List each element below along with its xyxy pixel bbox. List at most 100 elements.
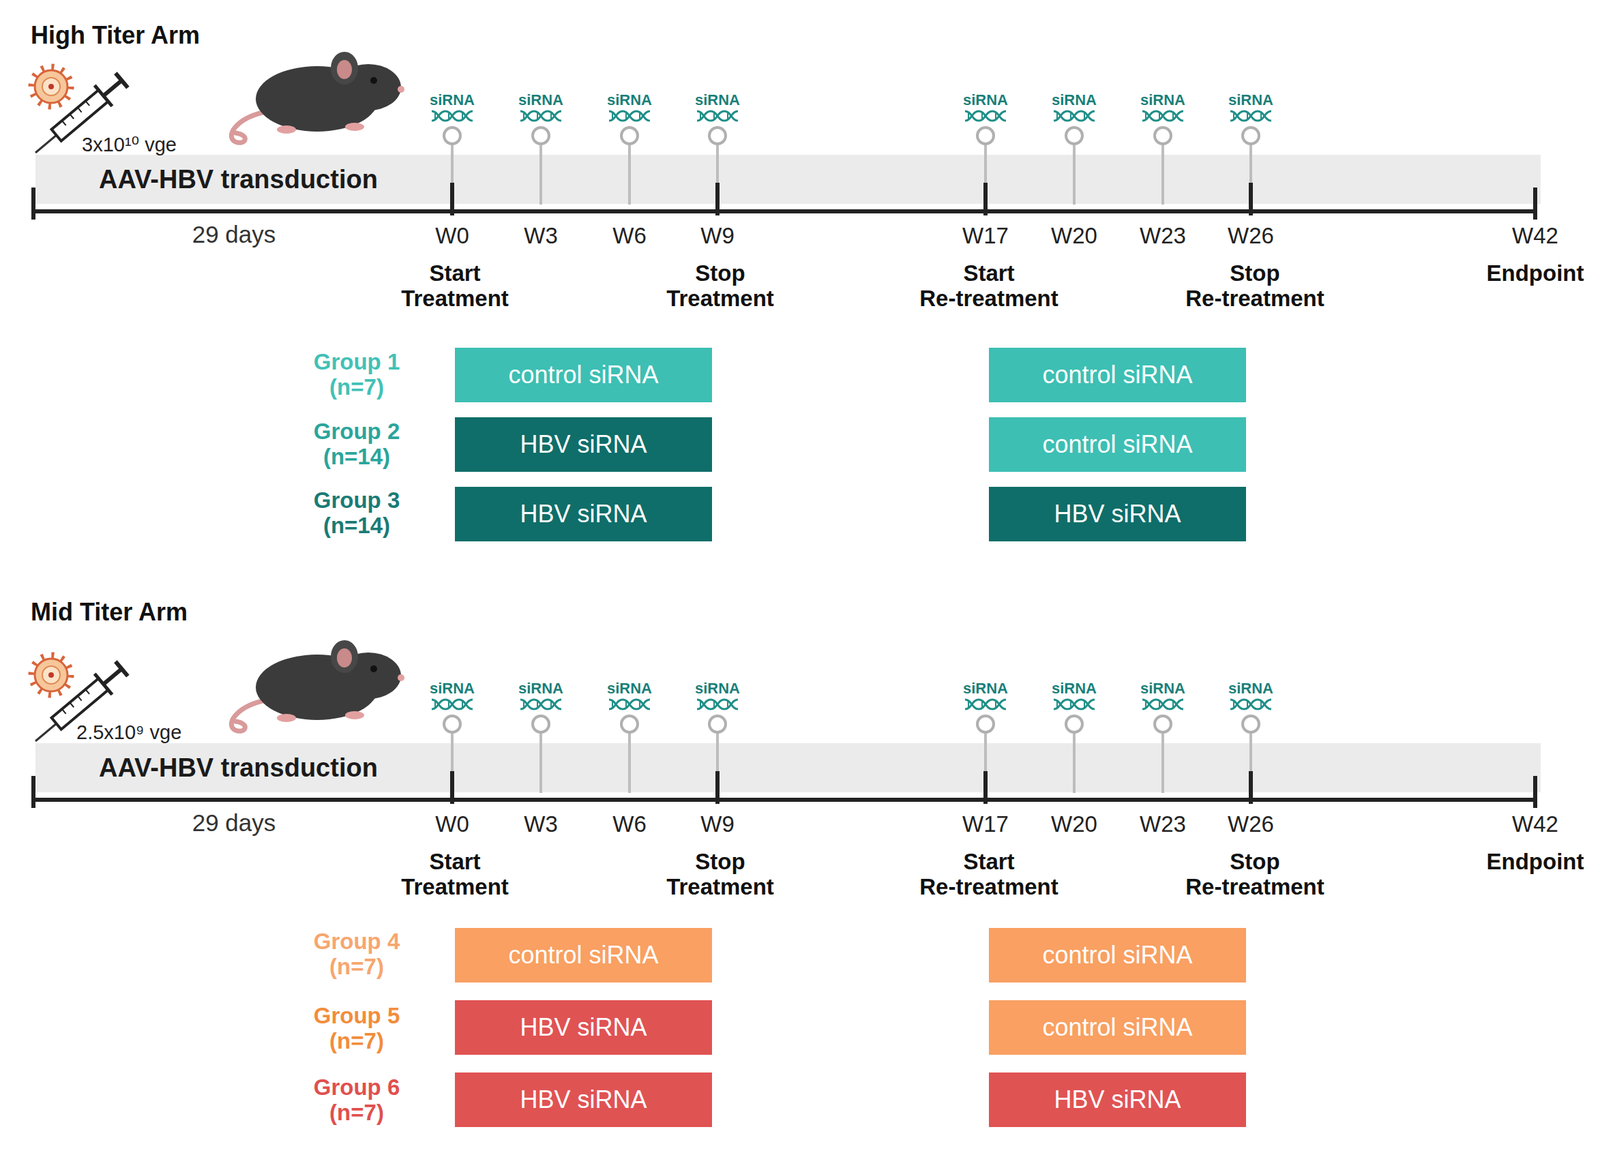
sirna-tag: siRNA bbox=[694, 92, 740, 110]
treatment-box: control siRNA bbox=[988, 347, 1247, 403]
phase-label: Stop Re-treatment bbox=[1185, 849, 1325, 901]
sirna-tag: siRNA bbox=[606, 92, 653, 110]
group-label-line: (n=7) bbox=[313, 954, 401, 981]
sirna-tag: siRNA bbox=[1051, 680, 1097, 698]
phase-label: Stop Treatment bbox=[666, 261, 775, 312]
box-label: HBV siRNA bbox=[1053, 499, 1181, 529]
box-label: HBV siRNA bbox=[519, 430, 647, 459]
phase-label-line: Stop bbox=[1185, 261, 1325, 287]
treatment-box: control siRNA bbox=[454, 347, 713, 403]
week-label: W42 bbox=[1512, 223, 1559, 249]
week-label: W20 bbox=[1050, 812, 1098, 838]
week-label: W6 bbox=[612, 812, 647, 838]
box-label: control siRNA bbox=[1042, 941, 1193, 970]
box-label: HBV siRNA bbox=[519, 1085, 647, 1115]
duration-label: 29 days bbox=[192, 809, 277, 837]
treatment-box: HBV siRNA bbox=[988, 486, 1247, 542]
phase-label-line: Treatment bbox=[401, 875, 509, 901]
sirna-tag: siRNA bbox=[429, 92, 475, 110]
week-label: W0 bbox=[435, 812, 470, 838]
box-label: HBV siRNA bbox=[519, 499, 647, 529]
week-label: W42 bbox=[1512, 812, 1559, 838]
week-label: W9 bbox=[700, 812, 735, 838]
week-label: W6 bbox=[612, 223, 647, 249]
sirna-tag: siRNA bbox=[963, 92, 1009, 110]
sirna-tag: siRNA bbox=[1228, 680, 1274, 698]
sirna-tag: siRNA bbox=[518, 92, 564, 110]
treatment-box: HBV siRNA bbox=[988, 1072, 1247, 1128]
phase-label-line: Start bbox=[919, 261, 1059, 287]
week-label: W20 bbox=[1050, 223, 1098, 249]
group-label-line: Group 4 bbox=[313, 929, 401, 955]
phase-label-line: Stop bbox=[1185, 849, 1325, 876]
sirna-tag: siRNA bbox=[694, 680, 740, 698]
group-label: Group 1 (n=7) bbox=[313, 349, 401, 401]
phase-label-line: Re-treatment bbox=[1185, 286, 1325, 312]
treatment-box: HBV siRNA bbox=[454, 486, 713, 542]
group-label-line: Group 6 bbox=[313, 1075, 401, 1101]
phase-label: Stop Treatment bbox=[666, 849, 775, 901]
band-label: AAV-HBV transduction bbox=[98, 165, 378, 195]
box-label: control siRNA bbox=[1042, 360, 1193, 390]
treatment-box: control siRNA bbox=[988, 417, 1247, 472]
phase-label: Start Re-treatment bbox=[919, 261, 1059, 312]
treatment-box: HBV siRNA bbox=[454, 417, 713, 472]
phase-label-line: Treatment bbox=[666, 286, 775, 312]
arm-heading: High Titer Arm bbox=[30, 21, 200, 50]
arm-heading: Mid Titer Arm bbox=[30, 598, 188, 627]
sirna-tag: siRNA bbox=[606, 680, 653, 698]
group-label-line: (n=7) bbox=[313, 375, 401, 401]
phase-label-line: Stop bbox=[666, 261, 775, 287]
week-label: W9 bbox=[700, 223, 735, 249]
box-label: control siRNA bbox=[508, 360, 659, 390]
sirna-tag: siRNA bbox=[429, 680, 475, 698]
treatment-box: control siRNA bbox=[454, 928, 713, 983]
phase-label-line: Treatment bbox=[401, 286, 509, 312]
box-label: HBV siRNA bbox=[1053, 1085, 1181, 1115]
group-label-line: Group 3 bbox=[313, 488, 401, 514]
phase-label: Endpoint bbox=[1486, 261, 1585, 287]
group-label: Group 6 (n=7) bbox=[313, 1075, 401, 1127]
phase-label: Start Treatment bbox=[401, 261, 509, 312]
treatment-box: HBV siRNA bbox=[454, 1072, 713, 1128]
dose-label: 3x10¹⁰ vge bbox=[81, 133, 177, 156]
transduction-band: AAV-HBV transduction bbox=[35, 154, 1541, 204]
phase-label-line: Stop bbox=[666, 849, 775, 876]
sirna-tag: siRNA bbox=[1140, 92, 1186, 110]
box-label: control siRNA bbox=[508, 941, 659, 970]
week-label: W17 bbox=[962, 812, 1009, 838]
treatment-box: control siRNA bbox=[988, 1000, 1247, 1056]
group-label-line: Group 5 bbox=[313, 1003, 401, 1030]
phase-label-line: Re-treatment bbox=[919, 875, 1059, 901]
box-label: control siRNA bbox=[1042, 430, 1193, 459]
phase-label: Stop Re-treatment bbox=[1185, 261, 1325, 312]
treatment-box: control siRNA bbox=[988, 928, 1247, 983]
group-label-line: Group 1 bbox=[313, 349, 401, 376]
dose-label: 2.5x10⁹ vge bbox=[76, 721, 182, 744]
treatment-box: HBV siRNA bbox=[454, 1000, 713, 1056]
duration-label: 29 days bbox=[192, 220, 277, 248]
box-label: HBV siRNA bbox=[519, 1013, 647, 1043]
group-label-line: (n=7) bbox=[313, 1029, 401, 1055]
sirna-tag: siRNA bbox=[1140, 680, 1186, 698]
phase-label-line: Treatment bbox=[666, 875, 775, 901]
sirna-tag: siRNA bbox=[1228, 92, 1274, 110]
group-label-line: (n=7) bbox=[313, 1100, 401, 1127]
phase-label: Start Re-treatment bbox=[919, 849, 1059, 901]
sirna-tag: siRNA bbox=[518, 680, 564, 698]
phase-label-line: Re-treatment bbox=[919, 286, 1059, 312]
group-label: Group 5 (n=7) bbox=[313, 1003, 401, 1055]
week-label: W0 bbox=[435, 223, 470, 249]
phase-label-line: Start bbox=[919, 849, 1059, 876]
group-label: Group 2 (n=14) bbox=[313, 419, 401, 470]
week-label: W23 bbox=[1139, 812, 1187, 838]
group-label-line: (n=14) bbox=[313, 444, 401, 470]
sirna-tag: siRNA bbox=[963, 680, 1009, 698]
week-label: W17 bbox=[962, 223, 1009, 249]
phase-label-line: Start bbox=[401, 261, 509, 287]
high-titer-timeline bbox=[26, 51, 1541, 220]
group-label-line: (n=14) bbox=[313, 513, 401, 539]
phase-label: Start Treatment bbox=[401, 849, 509, 901]
sirna-tag: siRNA bbox=[1051, 92, 1097, 110]
